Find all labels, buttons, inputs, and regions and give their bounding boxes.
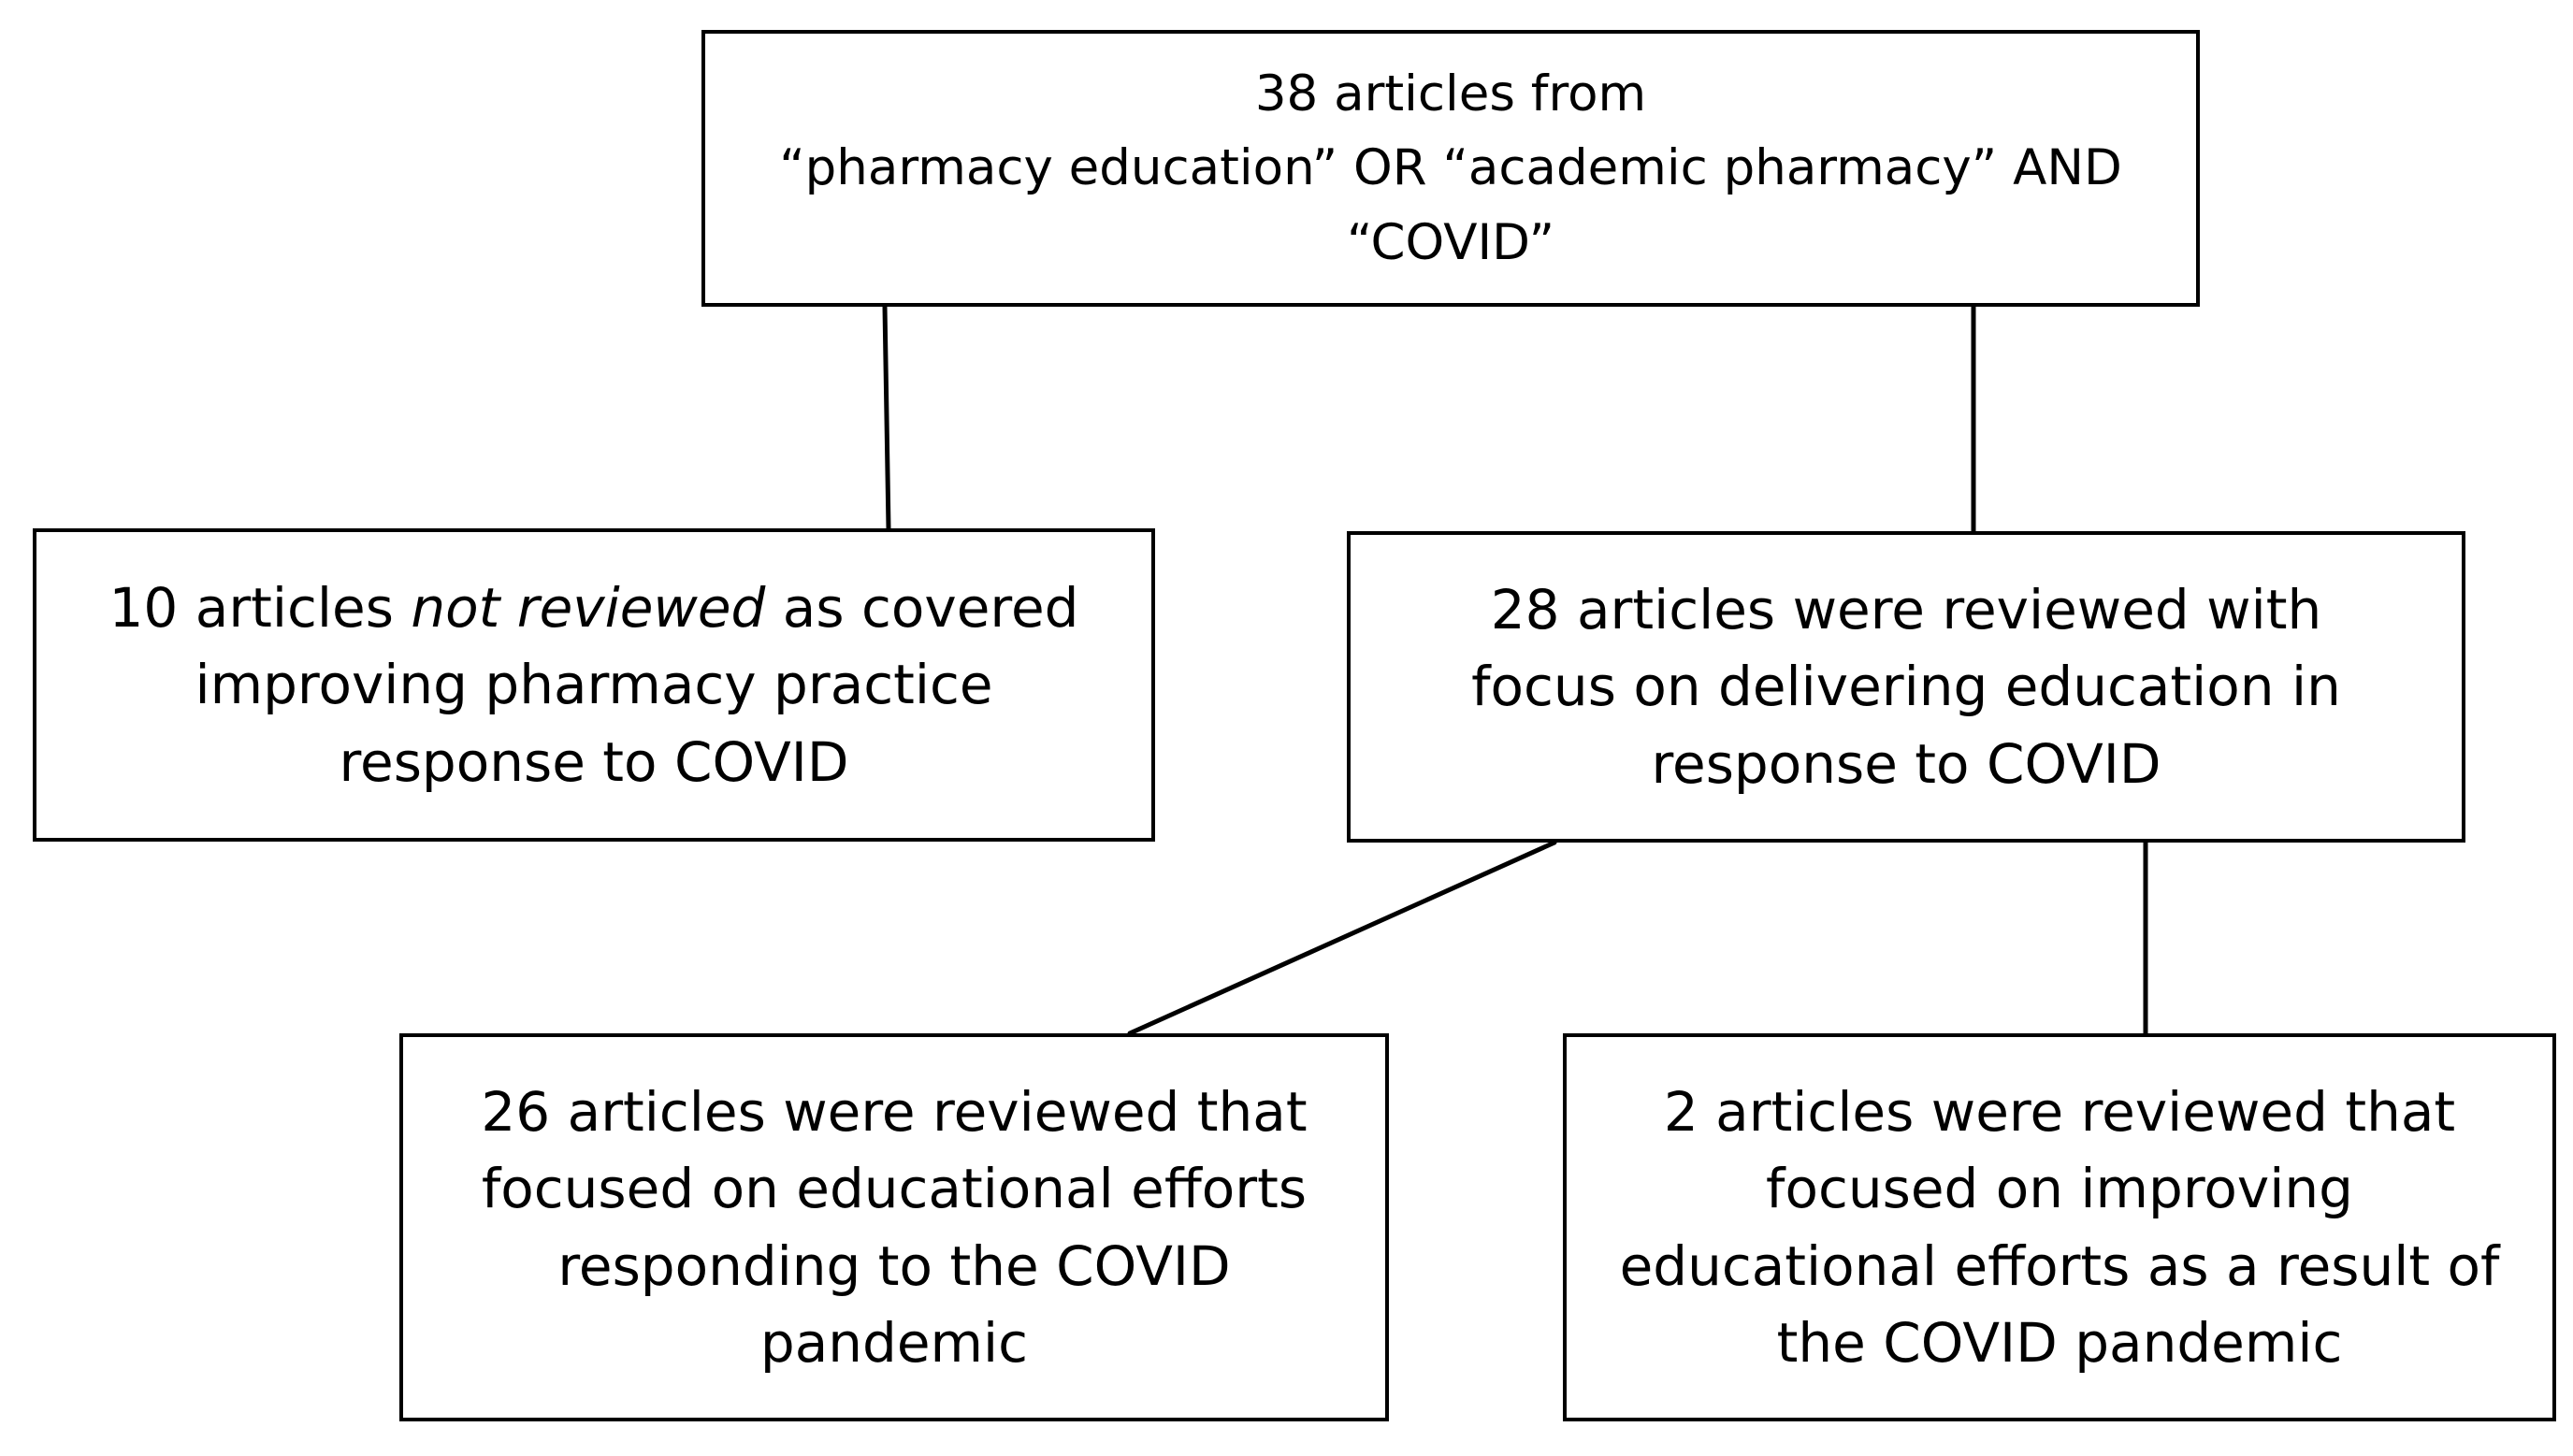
reviewed-line-2: focus on delivering education in: [1471, 655, 2341, 719]
not-reviewed-line-2: improving pharmacy practice: [195, 653, 993, 717]
improving-efforts-line-2: focused on improving: [1766, 1157, 2353, 1221]
reviewed-line-1: 28 articles were reviewed with: [1490, 577, 2322, 642]
connector-top-to-not-reviewed: [882, 304, 891, 531]
educational-efforts-text: 26 articles were reviewed that focused o…: [481, 1074, 1307, 1381]
educational-efforts-line-4: pandemic: [759, 1310, 1029, 1375]
reviewed-line-3: response to COVID: [1651, 731, 2161, 796]
total-articles-text: 38 articles from “pharmacy education” OR…: [779, 57, 2122, 281]
improving-efforts-box: 2 articles were reviewed that focused on…: [1563, 1033, 2556, 1421]
search-terms-line: “pharmacy education” OR “academic pharma…: [779, 139, 2122, 197]
educational-efforts-box: 26 articles were reviewed that focused o…: [399, 1033, 1389, 1421]
educational-efforts-line-3: responding to the COVID: [557, 1233, 1231, 1298]
educational-efforts-line-2: focused on educational efforts: [481, 1157, 1308, 1221]
improving-efforts-text: 2 articles were reviewed that focused on…: [1620, 1074, 2500, 1381]
connector-reviewed-to-26: [1127, 840, 1557, 1036]
not-reviewed-line-3: response to COVID: [339, 729, 849, 794]
improving-efforts-line-3: educational efforts as a result of: [1619, 1233, 2500, 1298]
reviewed-box: 28 articles were reviewed with focus on …: [1347, 531, 2465, 843]
total-articles-line-1: 38 articles from: [1254, 65, 1647, 123]
reviewed-text: 28 articles were reviewed with focus on …: [1471, 571, 2341, 802]
not-reviewed-reason: as covered: [765, 575, 1079, 640]
not-reviewed-text: 10 articles not reviewed as covered impr…: [109, 569, 1079, 800]
not-reviewed-box: 10 articles not reviewed as covered impr…: [33, 528, 1155, 842]
not-reviewed-count: 10 articles: [108, 575, 412, 640]
improving-efforts-line-1: 2 articles were reviewed that: [1663, 1079, 2456, 1144]
educational-efforts-line-1: 26 articles were reviewed that: [481, 1079, 1308, 1144]
search-terms-line-covid: “COVID”: [1346, 213, 1555, 271]
improving-efforts-line-4: the COVID pandemic: [1776, 1310, 2343, 1375]
not-reviewed-emphasis: not reviewed: [411, 575, 766, 640]
not-reviewed-line-1: 10 articles not reviewed as covered: [109, 569, 1079, 646]
total-articles-box: 38 articles from “pharmacy education” OR…: [701, 30, 2200, 307]
